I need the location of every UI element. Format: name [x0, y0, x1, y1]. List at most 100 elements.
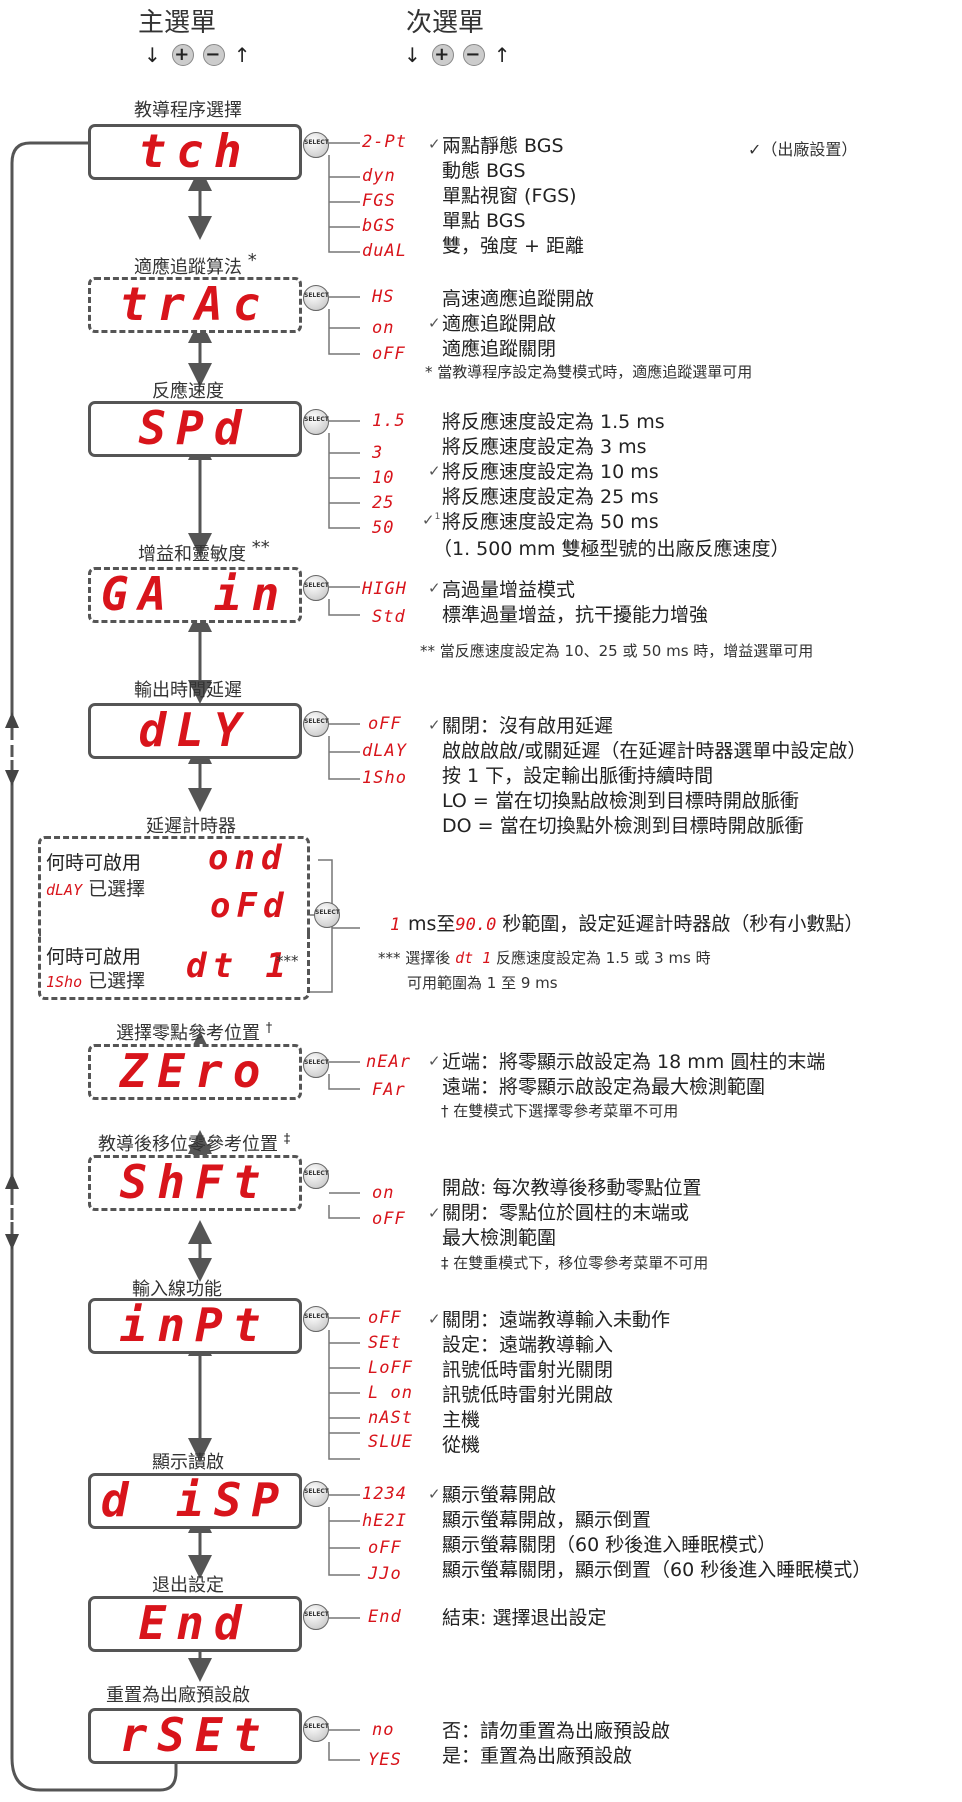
section-title-teach: 教導程序選擇 [134, 100, 242, 121]
menu-box-exit[interactable]: End [88, 1596, 302, 1652]
option-label: 關閉：沒有啟用延遲 [442, 715, 614, 737]
menu-box-reset[interactable]: rSEt [88, 1708, 302, 1764]
option-code: dyn [362, 166, 396, 186]
option-code: 1234 [362, 1484, 407, 1504]
option-label: 適應追蹤關閉 [442, 338, 557, 360]
section-title-reset: 重置為出廠預設啟 [106, 1685, 250, 1706]
option-label: 顯示螢幕開啟 [442, 1484, 557, 1506]
option-label: 將反應速度設定為 50 ms [442, 511, 659, 533]
default-check-icon: ✓ [428, 314, 441, 332]
option-label: 訊號低時雷射光開啟 [442, 1384, 614, 1406]
factory-default-legend: ✓（出廠設置） [748, 140, 858, 159]
select-button-icon[interactable]: SELECT [303, 285, 329, 311]
default-check-icon: ✓ [428, 462, 441, 480]
option-label: 訊號低時雷射光關閉 [442, 1359, 614, 1381]
option-label: 結束: 選擇退出設定 [442, 1607, 607, 1629]
arrow-down-icon: ↓ [144, 43, 163, 67]
menu-box-shift-zero[interactable]: ShFt [88, 1155, 302, 1211]
option-label: 顯示螢幕關閉（60 秒後進入睡眠模式） [442, 1534, 777, 1556]
menu-box-response-speed[interactable]: SPd [88, 401, 302, 457]
menu-box-zero-reference[interactable]: ZEro [88, 1044, 302, 1100]
select-button-icon[interactable]: SELECT [303, 1604, 329, 1630]
option-code: oFF [368, 714, 402, 734]
select-button-icon[interactable]: SELECT [303, 1163, 329, 1189]
seg-display: inPt [119, 1298, 271, 1353]
option-code: oFF [368, 1308, 402, 1328]
seg-display: tch [138, 124, 252, 179]
default-check-icon: ✓ [428, 716, 441, 734]
default-check-icon: ✓ [428, 1485, 441, 1503]
menu-box-input-function[interactable]: inPt [88, 1298, 302, 1354]
sub-menu-nav-keys: ↓ + − ↑ [404, 42, 513, 67]
option-label: 動態 BGS [442, 160, 526, 182]
option-code: Std [372, 607, 406, 627]
default-check-icon: ✓1 [422, 511, 441, 529]
minus-button-icon: − [202, 44, 225, 66]
option-label: 顯示螢幕關閉，顯示倒置（60 秒後進入睡眠模式） [442, 1559, 872, 1581]
seg-display: SPd [138, 401, 252, 456]
select-button-icon[interactable]: SELECT [303, 711, 329, 737]
option-code: L on [368, 1383, 413, 1403]
select-button-icon[interactable]: SELECT [303, 1052, 329, 1078]
menu-box-gain[interactable]: GA in [88, 567, 302, 623]
when-available-label: 何時可啟用 [46, 946, 142, 968]
option-code: 2-Pt [362, 132, 407, 152]
select-button-icon[interactable]: SELECT [314, 902, 340, 928]
option-label: 兩點靜態 BGS [442, 135, 564, 157]
menu-box-output-delay[interactable]: dLY [88, 703, 302, 759]
default-check-icon: ✓ [428, 1204, 441, 1222]
option-code: FAr [372, 1080, 406, 1100]
when-available-label: 何時可啟用 [46, 852, 142, 874]
option-label: 設定：遠端教導輸入 [442, 1334, 614, 1356]
option-label: 將反應速度設定為 10 ms [442, 461, 659, 483]
section-title-shift-zero: 教導後移位零參考位置 ‡ [98, 1132, 291, 1155]
sub-menu-heading: 次選單 [406, 8, 485, 38]
select-button-icon[interactable]: SELECT [303, 132, 329, 158]
pulse-timer-group[interactable] [38, 933, 310, 1000]
section-title-adaptive-tracking: 適應追蹤算法 * [134, 250, 257, 278]
seg-display: End [138, 1596, 252, 1651]
option-code: duAL [362, 241, 407, 261]
pulse-note-lo: LO = 當在切換點啟檢測到目標時開啟脈衝 [442, 790, 799, 812]
option-label: 單點 BGS [442, 210, 526, 232]
seg-display-pulse: dt 1 [186, 946, 292, 986]
option-code: 1.5 [372, 411, 406, 431]
option-code: no [372, 1720, 395, 1740]
option-code: FGS [362, 191, 396, 211]
select-button-icon[interactable]: SELECT [303, 1306, 329, 1332]
arrow-down-icon: ↓ [404, 43, 423, 67]
select-button-icon[interactable]: SELECT [303, 1716, 329, 1742]
select-button-icon[interactable]: SELECT [303, 409, 329, 435]
select-button-icon[interactable]: SELECT [303, 1481, 329, 1507]
option-label: 高速適應追蹤開啟 [442, 288, 595, 310]
option-code: SEt [368, 1333, 402, 1353]
option-code: 25 [372, 493, 395, 513]
option-code: bGS [362, 216, 396, 236]
option-code: JJo [368, 1564, 402, 1584]
option-code: 10 [372, 468, 395, 488]
menu-box-adaptive-tracking[interactable]: trAc [88, 277, 302, 333]
option-label: 從機 [442, 1434, 481, 1456]
select-button-icon[interactable]: SELECT [303, 575, 329, 601]
range-label: ms至90.0 秒範圍，設定延遲計時器啟（秒有小數點） [408, 913, 864, 935]
main-menu-heading: 主選單 [138, 8, 217, 38]
default-check-icon: ✓ [428, 135, 441, 153]
option-label: 將反應速度設定為 3 ms [442, 436, 647, 458]
seg-display: dLY [138, 703, 252, 758]
option-label: 高過量增益模式 [442, 579, 576, 601]
section-title-zero-reference: 選擇零點參考位置 † [116, 1021, 273, 1044]
menu-box-teach[interactable]: tch [88, 124, 302, 180]
seg-display: ShFt [119, 1155, 271, 1210]
option-label: 是：重置為出廠預設啟 [442, 1745, 633, 1767]
main-menu-nav-keys: ↓ + − ↑ [144, 42, 253, 67]
section-title-response-speed: 反應速度 [152, 381, 224, 402]
option-code: nASt [368, 1408, 413, 1428]
plus-button-icon: + [171, 44, 194, 66]
section-title-input-function: 輸入線功能 [132, 1279, 222, 1300]
seg-display: GA in [100, 567, 290, 622]
seg-display-on-delay: ond [208, 838, 288, 878]
option-code: oFF [368, 1538, 402, 1558]
section-title-output-delay: 輸出時間延遲 [134, 680, 242, 701]
menu-box-display[interactable]: d iSP [88, 1473, 302, 1529]
option-code: on [372, 318, 395, 338]
